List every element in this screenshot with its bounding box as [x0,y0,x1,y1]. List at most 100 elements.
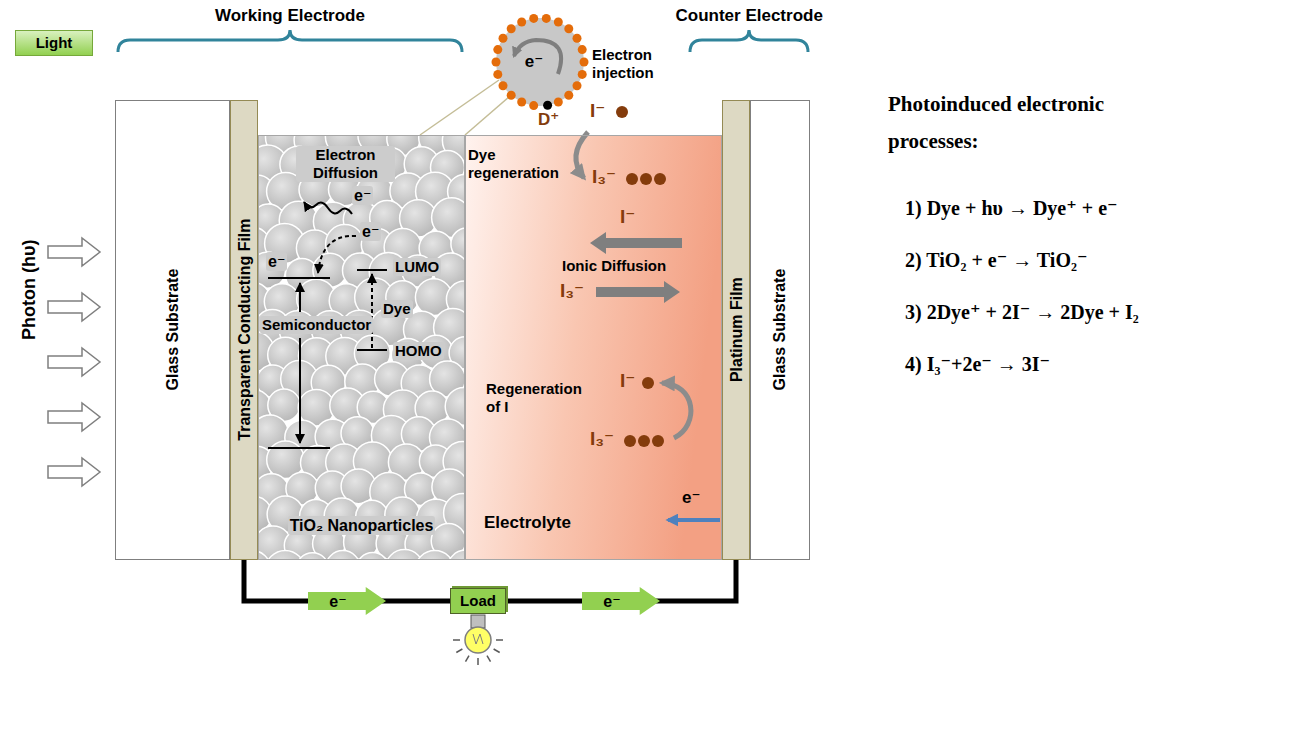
dye-molecule [492,58,501,67]
ion-dot [626,173,638,185]
electron-label: e⁻ [682,488,700,508]
dye-molecule [578,70,587,79]
photon-arrow [48,403,100,431]
conducting-film: Transparent Conducting Film [230,100,258,560]
dye-molecule [564,91,573,100]
electron-label: e⁻ [360,222,381,241]
equation: 1) Dye + hυ → Dye⁺ + e⁻ [905,196,1118,220]
leader-line [420,80,499,135]
electron-label: e⁻ [352,186,373,205]
ion-label: D⁺ [538,110,559,130]
conducting-film-text: Transparent Conducting Film [234,219,253,441]
ion-dot [642,377,654,389]
regeneration-arrow [662,383,691,438]
electrode-bracket [690,30,808,52]
bulb-rays [453,640,503,665]
energy-level-label: LUMO [393,258,441,276]
dye-molecule [499,34,508,43]
dye-molecule [542,14,551,23]
dye-molecule [529,14,538,23]
ion-dot [616,106,628,118]
tio2-layer-text: TiO₂ Nanoparticles [288,516,436,535]
dye-molecule [573,34,582,43]
electrode-heading: Counter Electrode [676,6,823,26]
dye-molecule [554,98,563,107]
ion-label: I⁻ [620,206,635,229]
bulb-ray [466,656,470,662]
tio2-particle [265,550,305,560]
tio2-particle [415,551,454,561]
iodide-dots [616,106,666,447]
photon-arrow [48,458,100,486]
bulb-glass [465,627,491,653]
process-label: Dye regeneration [468,146,578,182]
dye-molecule [580,58,589,67]
electrolyte-ground [465,135,722,560]
ion-label: I₃⁻ [590,428,614,451]
band-gap-arrow [299,338,301,443]
tio2-particle [447,550,465,560]
photon-arrow [48,238,100,266]
energy-level-label: Dye [381,300,413,318]
oxidised-dye-dot [543,101,552,110]
bulb-filament [473,634,483,644]
light-bulb [453,615,503,665]
electron-return-arrow [668,518,720,522]
dye-molecule [529,101,538,110]
ion-label: I⁻ [590,100,605,123]
diffusion-path [304,202,352,214]
tio2-particle [385,550,424,560]
diffusion-arrow [590,232,682,254]
bulb-ray [496,639,503,641]
lumo-level [357,269,387,271]
light-box: Light [15,30,93,56]
electrode-heading: Working Electrode [215,6,365,26]
light-box-text: Light [36,34,73,52]
diffusion-arrow [596,281,680,303]
list-heading: Photoinduced electronic processes: [888,86,1150,160]
bulb-ray [456,649,462,653]
ion-dot [654,173,666,185]
magnified-particle-disc [496,18,584,106]
dye-molecule [493,70,502,79]
process-label: Ionic Diffusion [562,257,666,275]
band-label: Semiconductor [260,316,373,334]
dye-molecule [493,45,502,54]
band-gap-arrow [299,283,301,312]
tio2-particle [326,551,361,560]
load-box: Load [450,588,506,614]
dye-molecules [492,14,589,110]
dye-molecule [564,24,573,33]
electron-flow-arrow: e⁻ [582,587,660,615]
glass-substrate: Glass Substrate [750,100,810,560]
bulb-ray [487,656,491,662]
photon-arrow [48,348,100,376]
leader-line [465,96,510,135]
tio2-particle [296,553,329,560]
excitation-arrow [371,274,373,348]
ion-dot [652,435,664,447]
homo-level [357,349,387,351]
bulb-ray [453,639,460,641]
energy-level-label: HOMO [393,342,444,360]
ion-dot [624,435,636,447]
bulb-base [471,615,485,628]
process-label: Electron Diffusion [296,146,395,182]
tio2-particle [356,553,389,560]
ion-dot [638,435,650,447]
electrode-bracket [118,30,462,52]
load-box-text: Load [460,592,496,610]
magnified-particle-text: e⁻ [525,52,543,72]
dye-molecule [554,18,563,27]
tio2-particles [258,135,465,560]
glass-substrate-text: Glass Substrate [770,269,789,391]
platinum-film-text: Platinum Film [726,278,745,383]
dye-molecule [517,98,526,107]
dye-molecule [578,45,587,54]
glass-substrate: Glass Substrate [115,100,230,560]
dye-molecule [499,81,508,90]
photon-arrows [48,238,100,486]
platinum-film: Platinum Film [722,100,750,560]
equation: 2) TiO₂ + e⁻ → TiO₂⁻ [905,248,1088,272]
